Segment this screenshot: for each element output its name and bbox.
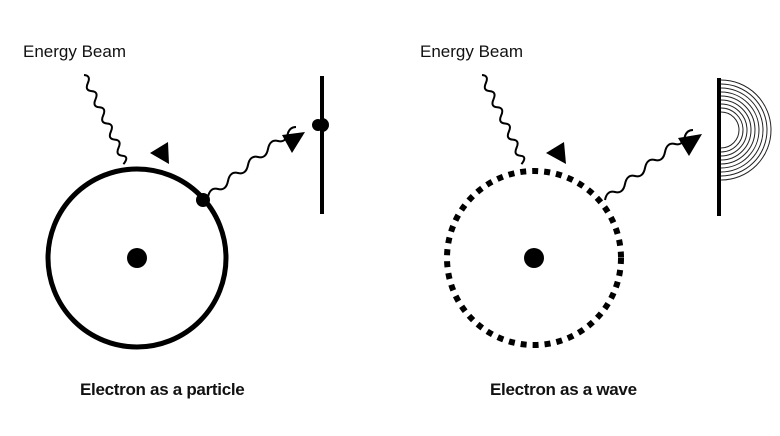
outgoing-arrowhead-icon [678, 134, 702, 156]
solid-orbit [45, 166, 229, 350]
interference-arcs-icon [720, 79, 772, 181]
wave-panel [444, 74, 772, 348]
outgoing-arrowhead-icon [282, 132, 305, 153]
dotted-orbit [444, 168, 624, 348]
energy-beam-label-left: Energy Beam [23, 42, 126, 61]
caption-wave: Electron as a wave [490, 380, 637, 399]
nucleus-icon [524, 248, 544, 268]
incoming-beam-wave-icon [481, 74, 526, 165]
detector-hit-dot-icon [322, 118, 329, 132]
nucleus-icon [127, 248, 147, 268]
caption-particle: Electron as a particle [80, 380, 245, 399]
electron-particle-icon [196, 193, 210, 207]
incoming-beam-wave-icon [83, 74, 128, 165]
incoming-arrowhead-icon [150, 142, 169, 164]
particle-panel [45, 74, 329, 350]
energy-beam-label-right: Energy Beam [420, 42, 523, 61]
outgoing-beam-wave-icon [207, 126, 297, 198]
incoming-arrowhead-icon [546, 142, 566, 164]
